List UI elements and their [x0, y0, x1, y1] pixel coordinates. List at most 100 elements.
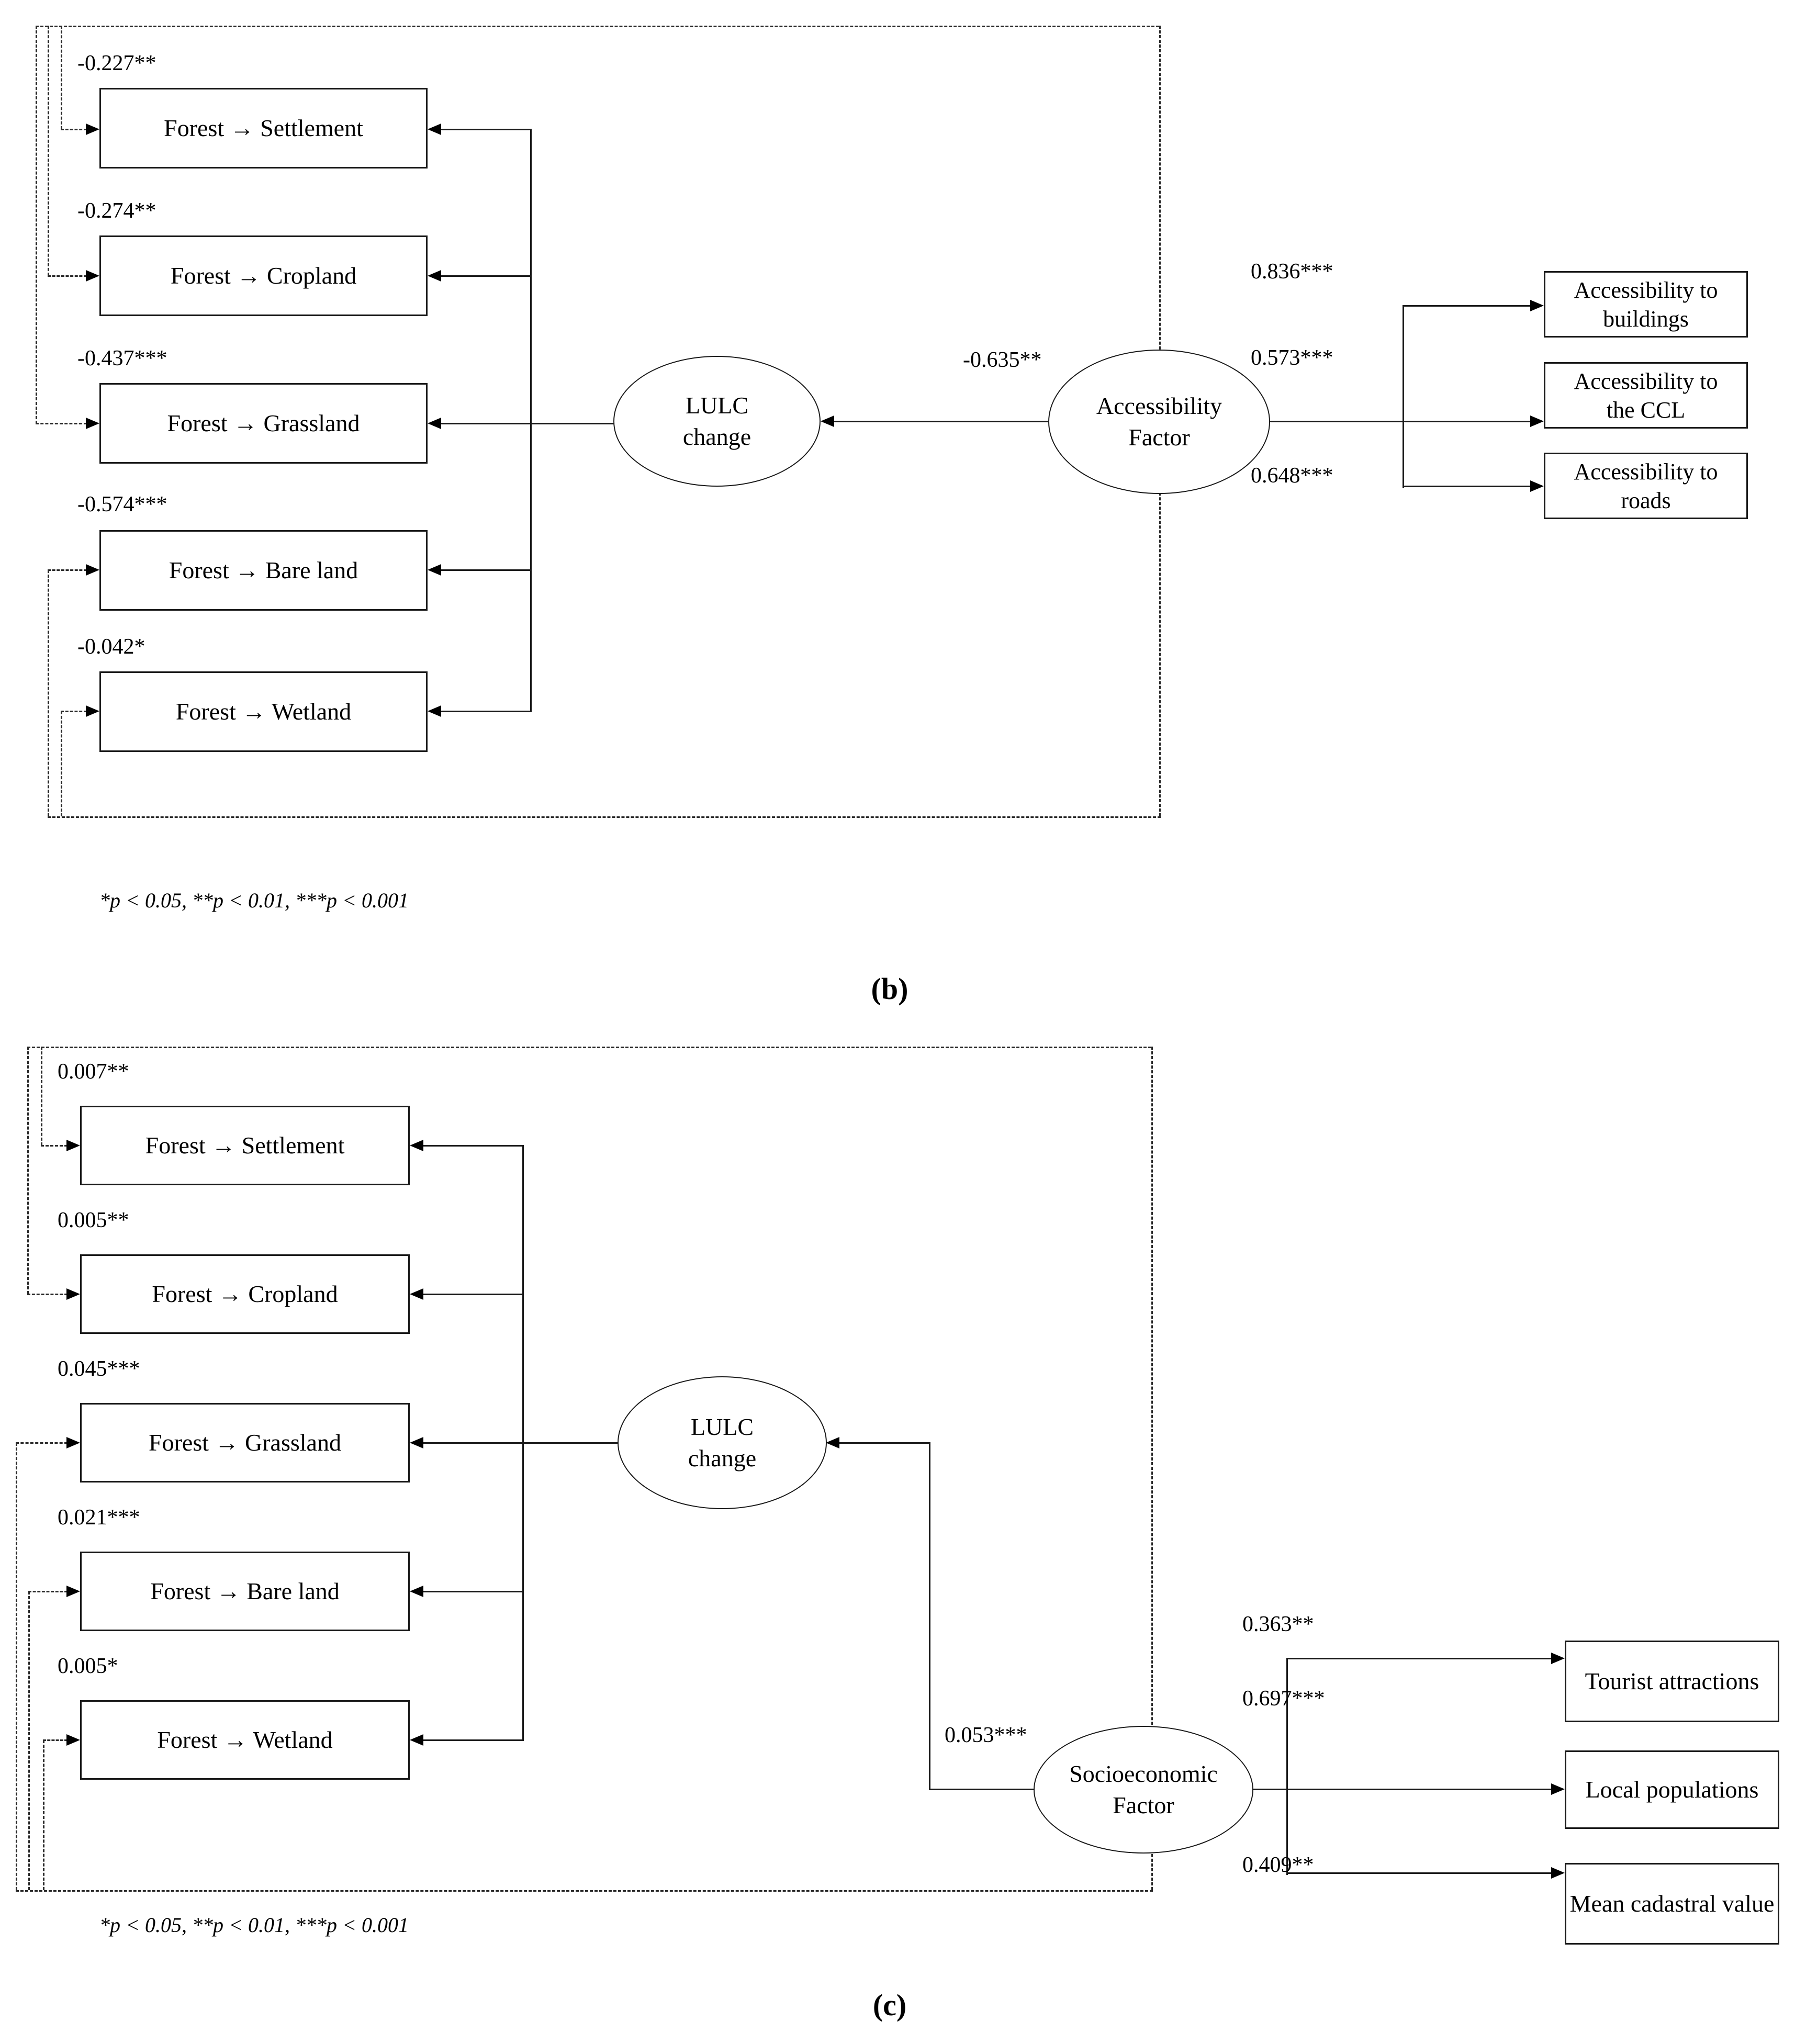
- b-dashed-drop-cropland: [48, 26, 49, 276]
- c-indicator-branch-line: [1286, 1659, 1288, 1875]
- c-box-forest-bareland: Forest → Bare land: [80, 1552, 410, 1631]
- c-dashed-arrow-settlement: [41, 1145, 68, 1147]
- c-arrowhead-cropland: [410, 1288, 423, 1300]
- c-panel-label: (c): [872, 1988, 907, 2022]
- b-dashed-arrowhead-cropland: [86, 270, 99, 282]
- c-arrowhead-grassland: [410, 1437, 423, 1448]
- b-dashed-drop-settlement: [61, 26, 62, 129]
- c-dashed-rise-grassland: [16, 1443, 17, 1890]
- c-arrowhead-bareland: [410, 1586, 423, 1597]
- b-coef-grassland: -0.437***: [77, 346, 167, 370]
- b-box-forest-cropland: Forest → Cropland: [99, 235, 428, 316]
- c-dashed-arrow-wetland: [43, 1739, 68, 1741]
- c-dashed-arrowhead-settlement: [66, 1140, 80, 1151]
- c-arrow-line-settlement: [422, 1145, 524, 1147]
- c-arrow-line-grassland: [422, 1442, 524, 1444]
- b-dashed-rise-bareland: [48, 570, 49, 816]
- b-arrow-line-cropland: [440, 275, 532, 277]
- c-coef-wetland: 0.005*: [58, 1654, 118, 1678]
- b-dashed-rise-wetland: [61, 711, 62, 816]
- c-footnote: *p < 0.05, **p < 0.01, ***p < 0.001: [99, 1913, 409, 1937]
- c-ind2-arrowhead: [1551, 1783, 1565, 1795]
- c-arrow-line-wetland: [422, 1739, 524, 1741]
- b-ind2-coef: 0.573***: [1251, 346, 1333, 370]
- c-dashed-arrow-grassland: [16, 1442, 68, 1444]
- b-dashed-arrowhead-grassland: [86, 418, 99, 429]
- c-dashed-arrowhead-wetland: [66, 1734, 80, 1746]
- b-ind2-arrowhead: [1530, 415, 1544, 427]
- c-box-forest-wetland: Forest → Wetland: [80, 1700, 410, 1780]
- c-box-local-populations: Local populations: [1565, 1750, 1779, 1829]
- b-dashed-arrow-settlement: [61, 129, 87, 130]
- b-dashed-arrowhead-settlement: [86, 123, 99, 135]
- b-arrowhead-wetland: [428, 705, 441, 717]
- b-lulc-ellipse: LULC change: [613, 356, 821, 487]
- b-ind1-line: [1403, 305, 1531, 307]
- c-arrow-line-bareland: [422, 1591, 524, 1592]
- b-dashed-arrow-wetland: [61, 711, 87, 712]
- b-factor-out-line: [1268, 421, 1404, 422]
- c-dashed-rise-wetland: [43, 1740, 44, 1890]
- b-dashed-arrow-bareland: [48, 569, 87, 571]
- c-box-tourist-attractions: Tourist attractions: [1565, 1641, 1779, 1722]
- b-footnote: *p < 0.05, **p < 0.01, ***p < 0.001: [99, 889, 409, 912]
- b-dashed-arrow-cropland: [48, 275, 87, 277]
- b-arrow-line-bareland: [440, 569, 532, 571]
- b-lulc-link-line: [530, 423, 624, 424]
- b-coef-cropland: -0.274**: [77, 199, 156, 223]
- c-ind3-coef: 0.409**: [1242, 1853, 1314, 1877]
- b-box-forest-settlement: Forest → Settlement: [99, 88, 428, 169]
- b-arrow-line-grassland: [440, 423, 532, 424]
- c-dashed-top-border: [27, 1047, 1151, 1048]
- c-factor-to-lulc-arrowhead: [826, 1437, 839, 1448]
- c-ind2-line: [1286, 1789, 1552, 1790]
- c-box-mean-cadastral-value: Mean cadastral value: [1565, 1863, 1779, 1945]
- c-ind3-line: [1286, 1872, 1552, 1874]
- c-dashed-arrowhead-cropland: [66, 1288, 80, 1300]
- c-dashed-bottom-border: [16, 1890, 1153, 1892]
- b-collector-line: [530, 129, 532, 712]
- b-coef-settlement: -0.227**: [77, 51, 156, 75]
- b-factor-to-lulc-arrowhead: [821, 415, 834, 427]
- b-arrowhead-cropland: [428, 270, 441, 282]
- c-factor-out-line: [1251, 1789, 1288, 1790]
- c-ind1-arrowhead: [1551, 1653, 1565, 1664]
- b-coef-bareland: -0.574***: [77, 492, 167, 516]
- c-coef-grassland: 0.045***: [58, 1357, 140, 1381]
- b-factor-to-lulc-coef: -0.635**: [963, 348, 1042, 372]
- b-box-accessibility-buildings: Accessibility to buildings: [1544, 271, 1748, 338]
- b-arrowhead-settlement: [428, 123, 441, 135]
- c-dashed-drop-settlement: [41, 1047, 42, 1145]
- c-factor-to-lulc-vertical: [929, 1442, 930, 1790]
- b-indicator-branch-line: [1403, 306, 1404, 488]
- c-ind2-coef: 0.697***: [1242, 1687, 1325, 1711]
- c-dashed-drop-cropland: [27, 1047, 29, 1294]
- c-box-forest-grassland: Forest → Grassland: [80, 1403, 410, 1483]
- c-lulc-link-line: [522, 1442, 619, 1444]
- b-dashed-bottom-border: [48, 816, 1161, 818]
- b-box-forest-bareland: Forest → Bare land: [99, 530, 428, 611]
- c-box-forest-settlement: Forest → Settlement: [80, 1106, 410, 1185]
- c-factor-to-lulc-horizontal: [929, 1789, 1036, 1790]
- c-box-forest-cropland: Forest → Cropland: [80, 1254, 410, 1334]
- b-arrowhead-grassland: [428, 418, 441, 429]
- b-ind2-line: [1403, 421, 1531, 422]
- c-ind3-arrowhead: [1551, 1867, 1565, 1879]
- c-coef-cropland: 0.005**: [58, 1208, 129, 1232]
- b-ind3-line: [1403, 486, 1531, 487]
- c-coef-bareland: 0.021***: [58, 1506, 140, 1530]
- b-dashed-top-border: [36, 26, 1159, 27]
- b-factor-to-lulc-line: [833, 421, 1049, 422]
- c-coef-settlement: 0.007**: [58, 1060, 129, 1084]
- b-box-forest-wetland: Forest → Wetland: [99, 671, 428, 752]
- b-arrow-line-wetland: [440, 711, 532, 712]
- c-factor-ellipse: Socioeconomic Factor: [1034, 1726, 1253, 1854]
- b-panel-label: (b): [871, 972, 908, 1006]
- c-lulc-ellipse: LULC change: [618, 1376, 827, 1509]
- b-ind1-arrowhead: [1530, 300, 1544, 311]
- b-box-accessibility-roads: Accessibility to roads: [1544, 453, 1748, 519]
- c-dashed-right-border: [1151, 1047, 1153, 1890]
- b-dashed-arrowhead-bareland: [86, 564, 99, 576]
- b-ind3-coef: 0.648***: [1251, 464, 1333, 488]
